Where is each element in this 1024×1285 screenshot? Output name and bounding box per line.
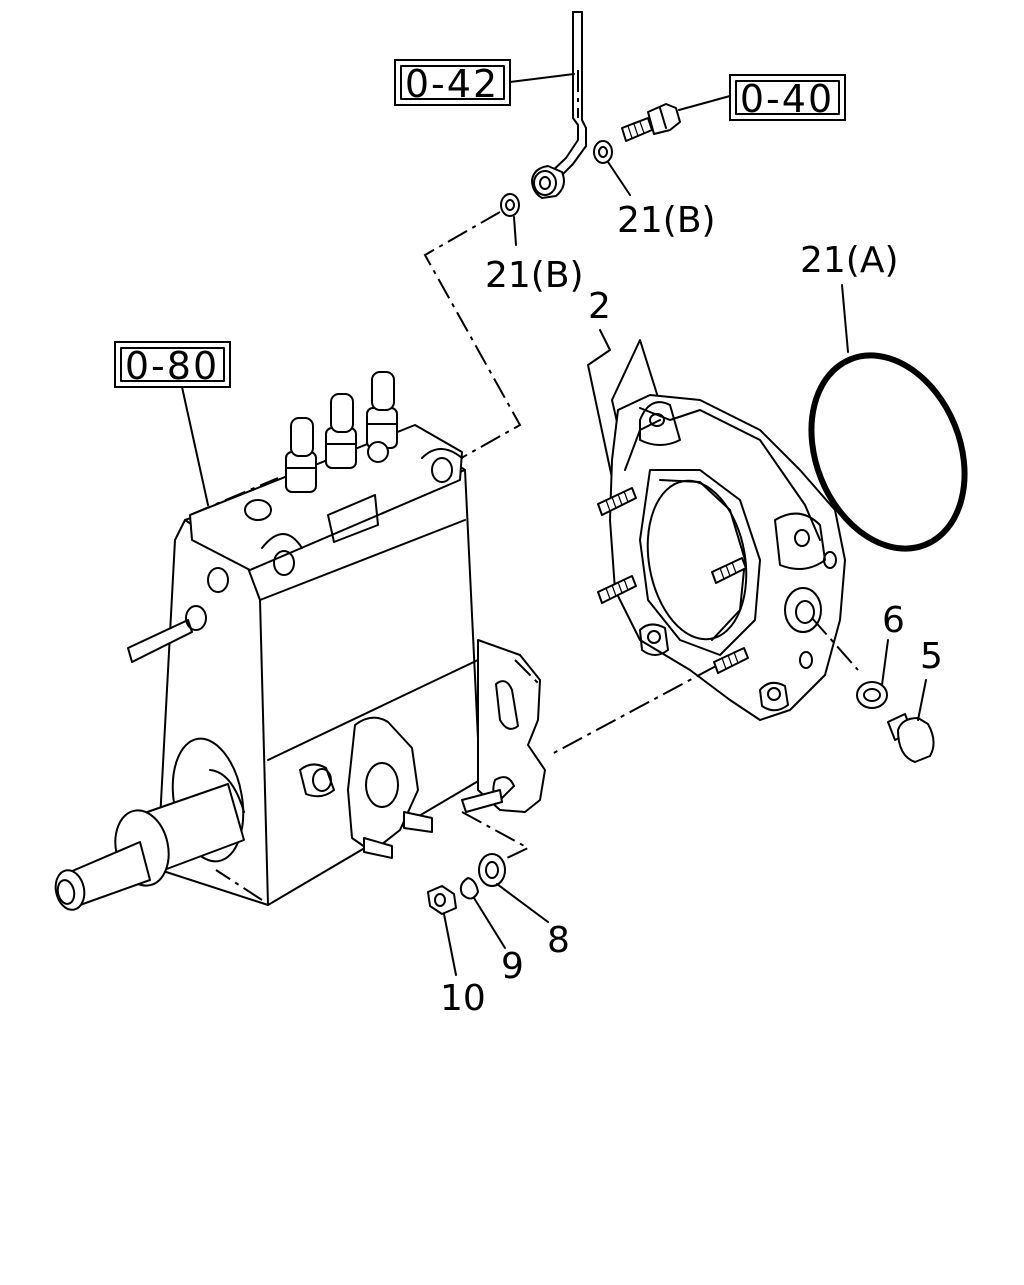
stud-3 [711, 557, 747, 584]
washer-21b-left [500, 193, 520, 217]
washer-8 [478, 853, 506, 887]
callout-21b-left: 21(B) [485, 255, 584, 296]
delivery-valve-2 [325, 393, 357, 469]
injection-pump-body [54, 371, 546, 911]
stud-4 [713, 647, 749, 674]
callout-8: 8 [547, 920, 570, 961]
spring-washer-9 [459, 877, 479, 900]
washer-21b-right [593, 140, 613, 164]
callout-10: 10 [440, 978, 486, 1019]
delivery-valve-3 [366, 371, 398, 449]
callout-21a: 21(A) [800, 240, 899, 281]
bracket-housing [609, 394, 846, 721]
washer-6 [856, 681, 888, 709]
bolt [621, 103, 681, 142]
callout-2: 2 [588, 286, 611, 327]
o-ring-21a [808, 352, 968, 552]
ref-label-0-42: 0-42 [405, 62, 499, 106]
ref-label-0-80: 0-80 [125, 344, 219, 388]
nut-10 [427, 885, 457, 915]
fuel-pipe [547, 11, 587, 182]
ref-box-0-80: 0-80 [114, 341, 231, 388]
callout-6: 6 [882, 600, 905, 641]
stud-1 [597, 487, 637, 516]
delivery-valve-1 [285, 417, 317, 493]
eye-bolt-fitting [531, 165, 565, 199]
callout-21b-right: 21(B) [617, 200, 716, 241]
ref-box-0-40: 0-40 [729, 74, 846, 121]
ref-label-0-40: 0-40 [740, 77, 834, 121]
ref-box-0-42: 0-42 [394, 59, 511, 106]
plug-5 [887, 713, 935, 763]
stud-2 [597, 575, 637, 604]
callout-5: 5 [920, 636, 943, 677]
callout-9: 9 [501, 946, 524, 987]
